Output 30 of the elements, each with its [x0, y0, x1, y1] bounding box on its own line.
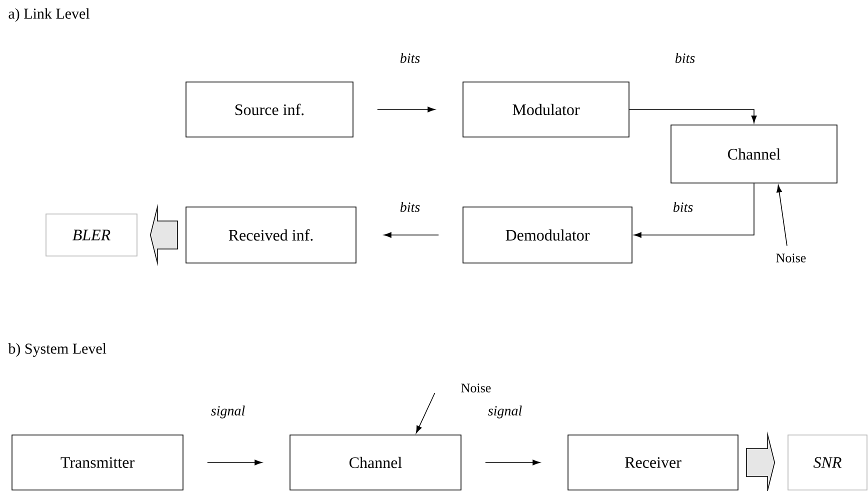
arrow [416, 392, 436, 434]
arrow [634, 183, 754, 238]
edge-label: signal [488, 406, 522, 418]
result-box: SNR [788, 434, 868, 490]
arrow [776, 184, 788, 246]
process-box: Channel [670, 124, 838, 184]
process-box: Received inf. [186, 206, 356, 264]
process-box: Source inf. [186, 82, 354, 138]
block-arrow [746, 431, 776, 491]
process-box: Transmitter [12, 434, 184, 490]
arrow [384, 232, 439, 238]
edge-label: signal [211, 406, 245, 418]
edge-label: bits [400, 202, 420, 212]
process-box: Channel [290, 434, 462, 490]
edge-label: bits [675, 53, 695, 63]
noise-label: Noise [461, 384, 491, 392]
arrow [207, 460, 262, 466]
edge-label: bits [400, 53, 420, 63]
arrow [485, 460, 540, 466]
edge-label: bits [673, 202, 693, 212]
process-box: Modulator [462, 82, 630, 138]
arrow [629, 109, 757, 124]
section-heading: b) System Level [8, 343, 106, 357]
block-arrow [150, 204, 178, 266]
section-heading: a) Link Level [8, 8, 90, 22]
noise-label: Noise [776, 254, 806, 262]
arrow [377, 106, 436, 112]
process-box: Receiver [568, 434, 738, 490]
process-box: Demodulator [462, 206, 632, 264]
result-box: BLER [46, 214, 138, 256]
